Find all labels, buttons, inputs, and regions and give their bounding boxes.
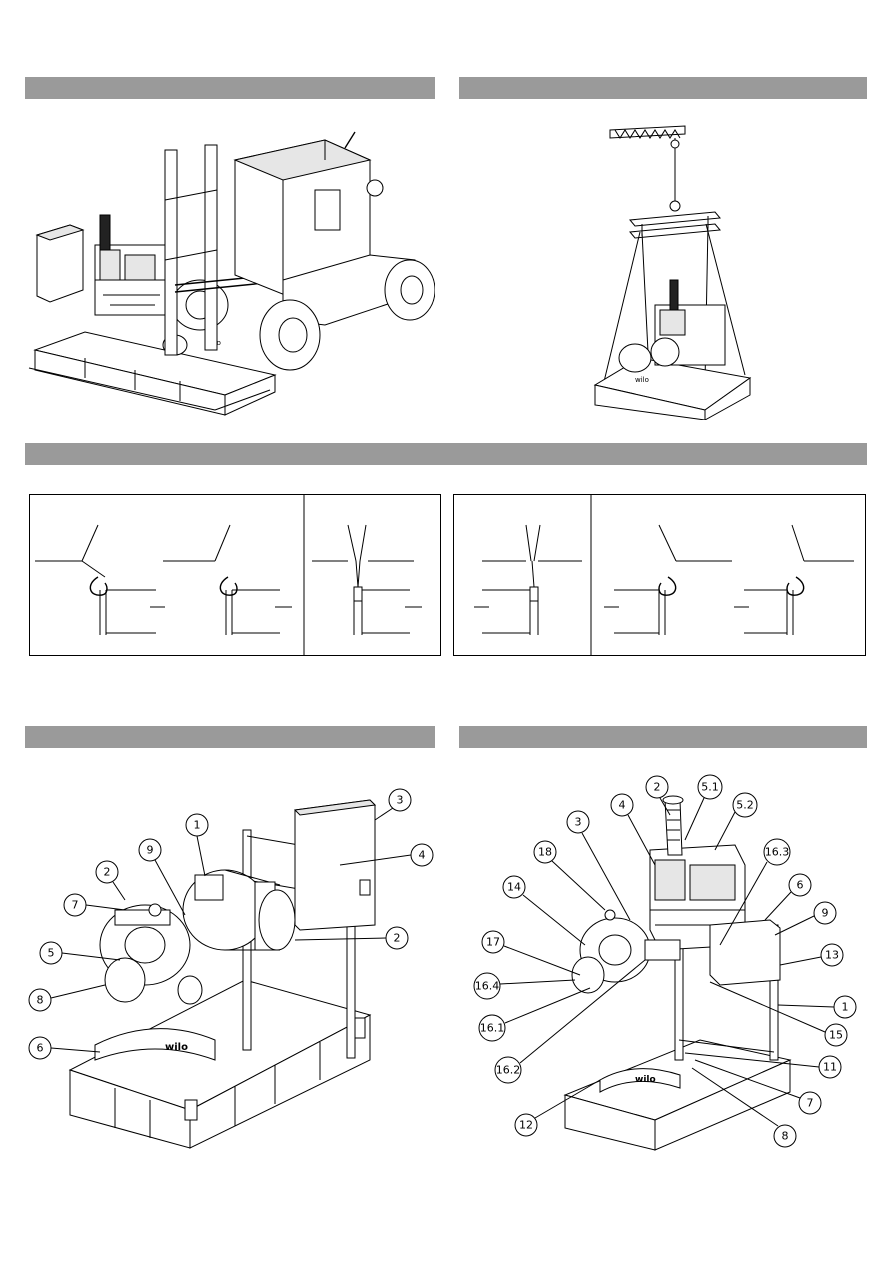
callout-7: 7 [694, 1059, 822, 1115]
hook-correct-1 [35, 524, 165, 635]
svg-text:17: 17 [486, 936, 500, 949]
svg-text:15: 15 [829, 1029, 843, 1042]
svg-text:11: 11 [823, 1061, 837, 1074]
callout-4: 4 [610, 793, 656, 866]
svg-text:18: 18 [538, 846, 552, 859]
hook-diagram-right-svg [474, 495, 854, 655]
svg-text:2: 2 [654, 781, 661, 794]
svg-text:16.1: 16.1 [480, 1022, 505, 1035]
callout-18: 18 [533, 840, 606, 911]
hook-correct-4 [734, 524, 854, 635]
callout-4: 4 [339, 843, 434, 867]
section-bar-hooks [25, 443, 867, 465]
brand-logo: wilo [635, 1075, 656, 1085]
callout-8: 8 [691, 1067, 797, 1148]
svg-text:4: 4 [619, 799, 626, 812]
diesel-unit-diagram: wilo 2 5.1 4 5.2 3 18 16.3 14 6 9 17 13 … [473, 774, 857, 1151]
svg-text:6: 6 [37, 1042, 44, 1055]
forklift-illustration: wilo [28, 131, 435, 416]
callout-11: 11 [684, 1052, 842, 1079]
hook-vertical [312, 524, 422, 635]
svg-text:3: 3 [575, 816, 582, 829]
svg-text:1: 1 [842, 1001, 849, 1014]
callout-6: 6 [28, 1036, 101, 1060]
callout-16-1: 16.1 [478, 987, 591, 1042]
brand-logo: wilo [635, 376, 649, 384]
svg-text:5.2: 5.2 [736, 799, 754, 812]
callout-2: 2 [645, 775, 671, 816]
callout-16-3: 16.3 [719, 838, 791, 946]
callout-3: 3 [374, 788, 412, 821]
section-bar-forklift [25, 77, 435, 99]
crane-lift-illustration: wilo [593, 125, 752, 420]
hook-diagram-left-svg [35, 495, 422, 655]
brand-logo: wilo [165, 1042, 188, 1053]
svg-text:6: 6 [797, 879, 804, 892]
callout-5-1: 5.1 [684, 774, 723, 841]
callout-5: 5 [39, 941, 121, 965]
callout-9: 9 [138, 838, 186, 916]
svg-text:5.1: 5.1 [701, 781, 719, 794]
svg-text:7: 7 [807, 1097, 814, 1110]
callout-16-2: 16.2 [494, 959, 646, 1084]
callout-2-right: 2 [294, 926, 409, 950]
svg-text:14: 14 [507, 881, 521, 894]
svg-text:3: 3 [397, 794, 404, 807]
callout-1: 1 [777, 995, 857, 1019]
callout-9: 9 [774, 901, 837, 936]
svg-text:2: 2 [394, 932, 401, 945]
callout-17: 17 [481, 930, 581, 976]
callout-6: 6 [764, 873, 812, 921]
callout-8: 8 [28, 984, 106, 1012]
hook-correct-2 [163, 524, 292, 635]
callout-12: 12 [514, 1079, 601, 1137]
callout-5-2: 5.2 [714, 792, 758, 851]
svg-text:9: 9 [822, 907, 829, 920]
svg-text:8: 8 [782, 1130, 789, 1143]
callout-2-left: 2 [95, 860, 126, 901]
svg-text:8: 8 [37, 994, 44, 1007]
callout-15: 15 [709, 981, 848, 1047]
callout-13: 13 [779, 943, 844, 967]
electric-unit-diagram: wilo 1 9 2 7 5 8 6 3 4 2 [28, 788, 434, 1149]
svg-text:1: 1 [194, 819, 201, 832]
svg-text:12: 12 [519, 1119, 533, 1132]
hook-diagram-right [453, 494, 866, 656]
section-bar-electric-unit [25, 726, 435, 748]
callout-14: 14 [502, 875, 586, 946]
svg-text:16.3: 16.3 [765, 846, 790, 859]
callout-1: 1 [185, 813, 209, 877]
section-bar-diesel-unit [459, 726, 867, 748]
svg-text:7: 7 [72, 899, 79, 912]
svg-text:16.2: 16.2 [496, 1064, 521, 1077]
callout-7: 7 [63, 893, 126, 917]
svg-text:9: 9 [147, 844, 154, 857]
svg-text:13: 13 [825, 949, 839, 962]
callout-16-4: 16.4 [473, 972, 576, 1000]
hook-diagram-left [29, 494, 441, 656]
hook-vertical-mirrored [474, 524, 582, 635]
section-bar-crane [459, 77, 867, 99]
hook-correct-3 [604, 524, 732, 635]
svg-text:5: 5 [48, 947, 55, 960]
callout-3: 3 [566, 810, 631, 921]
svg-text:2: 2 [104, 866, 111, 879]
svg-text:4: 4 [419, 849, 426, 862]
svg-text:16.4: 16.4 [475, 980, 500, 993]
